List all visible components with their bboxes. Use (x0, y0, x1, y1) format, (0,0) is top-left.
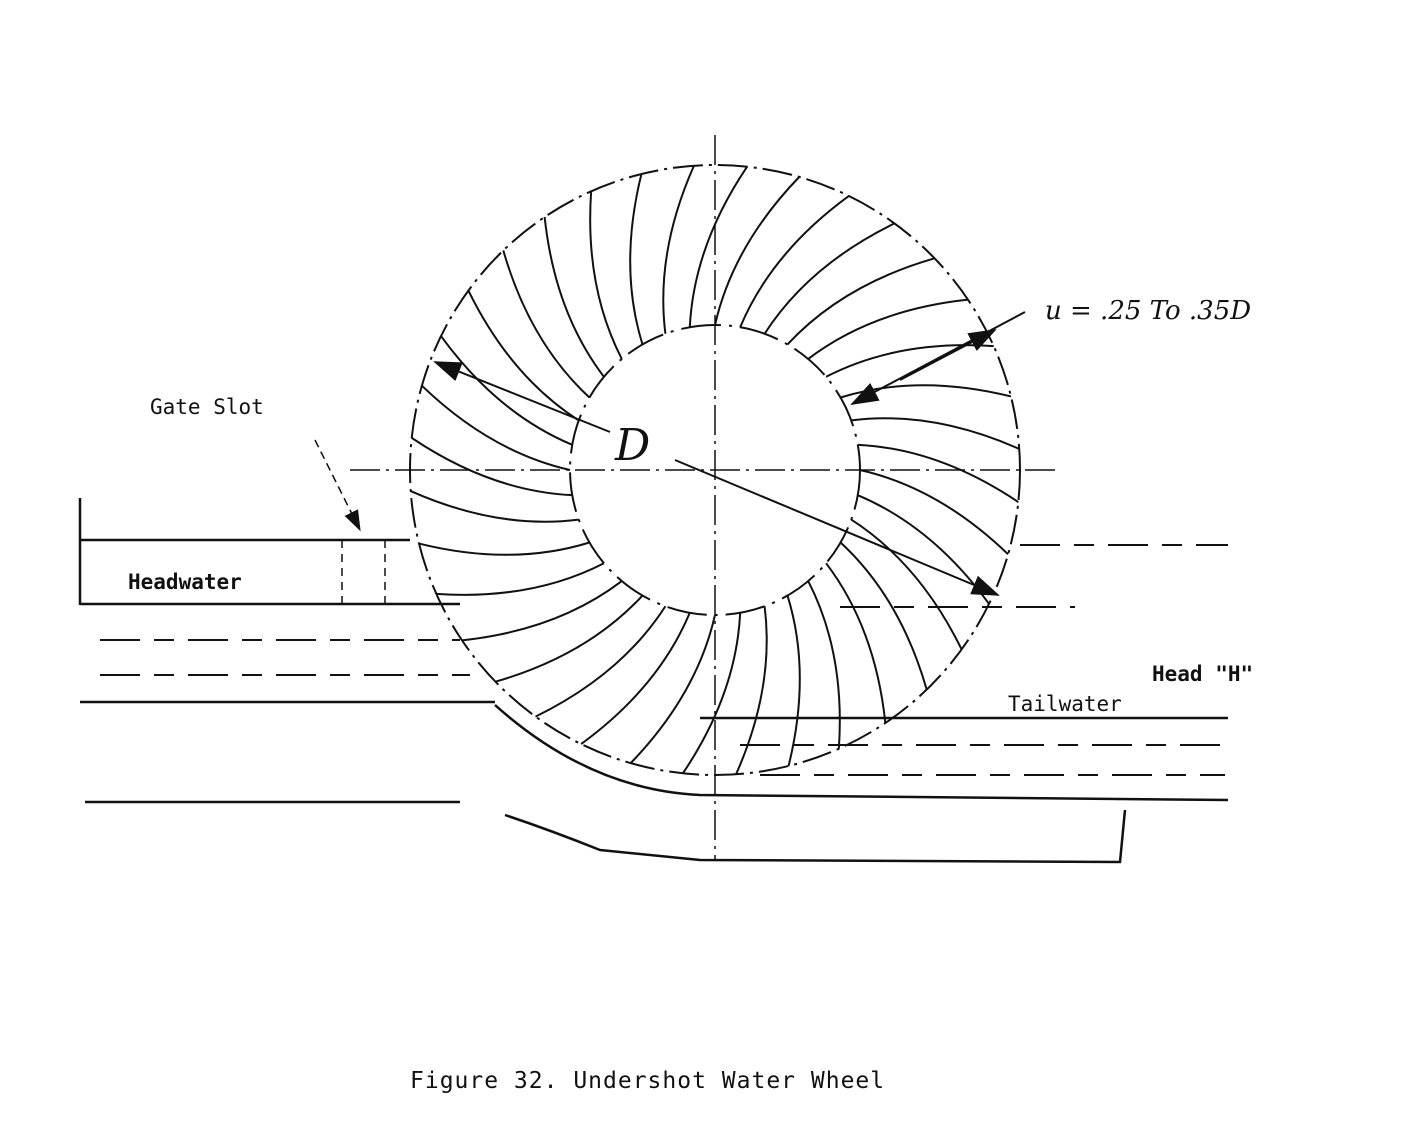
wheel (409, 164, 1021, 776)
wheel-blade (502, 250, 591, 399)
wheel-blade (629, 614, 716, 764)
wheel-blade (421, 384, 571, 471)
bucket-depth-label: u = .25 To .35D (1045, 296, 1252, 326)
bucket-depth-arrow (850, 311, 1026, 405)
gate-slot-label: Gate Slot (150, 395, 264, 419)
figure-caption: Figure 32. Undershot Water Wheel (410, 1068, 886, 1094)
wheel-blade (714, 176, 801, 326)
wheel-blade (839, 541, 928, 690)
wheel-blade (682, 612, 742, 774)
wheel-blade (850, 518, 963, 650)
wheel-blade (662, 165, 695, 334)
wheel-blade (851, 417, 1020, 450)
gate-slot-leader (314, 439, 361, 532)
wheel-blade (859, 469, 1009, 556)
wheel-blade (495, 594, 644, 683)
wheel-blade (629, 173, 644, 345)
head-label: Head "H" (1152, 662, 1254, 686)
wheel-blade (825, 344, 994, 378)
diameter-label: D (615, 420, 651, 471)
wheel-blade (825, 562, 887, 724)
wheel-blade (807, 298, 969, 360)
wheel-blades (410, 165, 1020, 775)
wheel-blade (589, 191, 623, 360)
wheel-blade (535, 605, 667, 718)
wheel-blade (411, 437, 573, 497)
bucket-depth-arrow-outer (899, 329, 997, 381)
centerlines (350, 135, 1060, 860)
diameter-arrow-left (433, 361, 611, 433)
wheel-blade (786, 257, 935, 346)
wheel-blade (410, 490, 579, 523)
wheel-blade (735, 606, 768, 775)
headwater-label: Headwater (128, 570, 242, 594)
wheel-blade (543, 216, 605, 378)
wheel-blade (580, 612, 691, 745)
wheel-blade (440, 335, 573, 446)
water-channel (78, 439, 1229, 864)
tailwater-label: Tailwater (1008, 692, 1122, 716)
wheel-blade (461, 580, 623, 642)
wheel-blade (688, 166, 748, 328)
wheel-blade (857, 443, 1019, 503)
wheel-blade (436, 562, 605, 596)
wheel-blade (467, 290, 580, 422)
wheel-blade (786, 595, 801, 767)
wheel-blade (763, 222, 895, 335)
wheel-blade (807, 580, 841, 749)
wheel-blade (418, 541, 590, 556)
dimension-arrows (433, 311, 1026, 596)
breast-curve (494, 704, 1229, 802)
wheel-blade (739, 195, 850, 328)
diameter-arrow-right (674, 459, 1000, 596)
foundation (504, 809, 1127, 864)
